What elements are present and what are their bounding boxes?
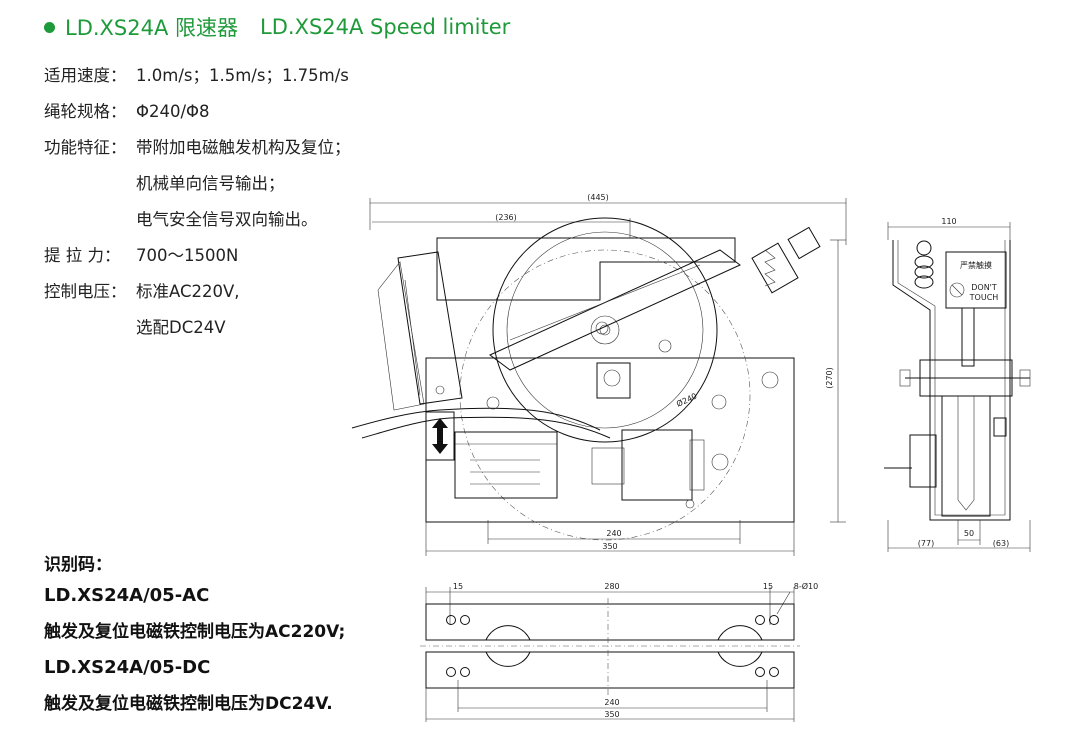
warning-text-cn: 严禁触摸 <box>960 260 992 270</box>
dim-side-left: (77) <box>918 539 934 548</box>
dim-base-length: 350 <box>602 542 617 551</box>
dim-plan-holes-note: 8-Ø10 <box>794 581 818 591</box>
warning-text-en-1: DON'T <box>971 283 997 292</box>
title-model-en: LD.XS24A Speed limiter <box>260 15 511 39</box>
dim-upper-width: (236) <box>495 213 517 222</box>
dim-hole-spacing: 240 <box>606 529 621 538</box>
front-view-drawing: (445) (236) (270) <box>351 193 847 556</box>
spring-icon <box>751 226 821 294</box>
page-title: LD.XS24A 限速器 LD.XS24A Speed limiter <box>44 12 510 42</box>
spec-value: 标准AC220V, <box>136 282 240 301</box>
spec-list: 适用速度： 1.0m/s；1.5m/s；1.75m/s 绳轮规格： Φ240/Φ… <box>44 58 351 346</box>
spec-value: 700～1500N <box>136 246 239 265</box>
spec-value: 带附加电磁触发机构及复位； <box>136 138 351 157</box>
dim-plan-base-length: 350 <box>604 710 619 719</box>
spec-label: 提 拉 力： <box>44 246 121 265</box>
spec-row-features-2: 机械单向信号输出； <box>44 166 351 202</box>
side-view-drawing: 110 严禁触摸 DON'T TOUCH <box>884 217 1031 552</box>
dim-plan-left: 15 <box>453 582 463 591</box>
double-arrow-icon <box>432 418 448 454</box>
code-dc-desc: 触发及复位电磁铁控制电压为DC24V. <box>44 694 333 714</box>
spec-label: 适用速度： <box>44 66 127 85</box>
spec-row-voltage: 控制电压： 标准AC220V, <box>44 274 351 310</box>
spec-value: Φ240/Φ8 <box>136 102 210 121</box>
spec-value: 电气安全信号双向输出。 <box>136 210 318 229</box>
dim-side-center: 50 <box>964 529 974 538</box>
dim-height: (270) <box>825 367 834 389</box>
spec-label: 控制电压： <box>44 282 127 301</box>
dim-side-width: 110 <box>941 217 956 226</box>
spec-label: 绳轮规格： <box>44 102 127 121</box>
spec-row-voltage-2: 选配DC24V <box>44 310 351 346</box>
codes-header: 识别码： <box>44 555 112 575</box>
identification-codes: 识别码： LD.XS24A/05-AC 触发及复位电磁铁控制电压为AC220V;… <box>44 552 345 722</box>
spec-row-features-3: 电气安全信号双向输出。 <box>44 202 351 238</box>
spec-row-speed: 适用速度： 1.0m/s；1.5m/s；1.75m/s <box>44 58 351 94</box>
code-ac: LD.XS24A/05-AC <box>44 585 210 606</box>
spec-row-features: 功能特征： 带附加电磁触发机构及复位； <box>44 130 351 166</box>
warning-text-en-2: TOUCH <box>969 293 999 302</box>
code-ac-desc: 触发及复位电磁铁控制电压为AC220V; <box>44 622 346 642</box>
title-model-cn: LD.XS24A 限速器 <box>65 16 239 40</box>
warning-label <box>945 251 1007 309</box>
code-dc: LD.XS24A/05-DC <box>44 657 211 678</box>
dim-overall-width: (445) <box>587 193 609 202</box>
spec-value: 选配DC24V <box>136 318 226 337</box>
spec-row-sheave: 绳轮规格： Φ240/Φ8 <box>44 94 351 130</box>
dim-plan-hole-spacing: 240 <box>604 698 619 707</box>
spec-value: 机械单向信号输出； <box>136 174 285 193</box>
roller-icon <box>914 240 934 289</box>
no-touch-icon <box>949 282 965 298</box>
bullet-icon <box>44 21 55 33</box>
spec-label: 功能特征： <box>44 138 127 157</box>
plan-view-drawing: 15 280 15 8-Ø10 240 350 <box>420 581 818 722</box>
dim-plan-right: 15 <box>763 582 773 591</box>
dim-side-right: (63) <box>993 539 1009 548</box>
spec-value: 1.0m/s；1.5m/s；1.75m/s <box>136 66 349 85</box>
dim-plan-center: 280 <box>604 582 619 591</box>
spec-row-pull-force: 提 拉 力： 700～1500N <box>44 238 351 274</box>
